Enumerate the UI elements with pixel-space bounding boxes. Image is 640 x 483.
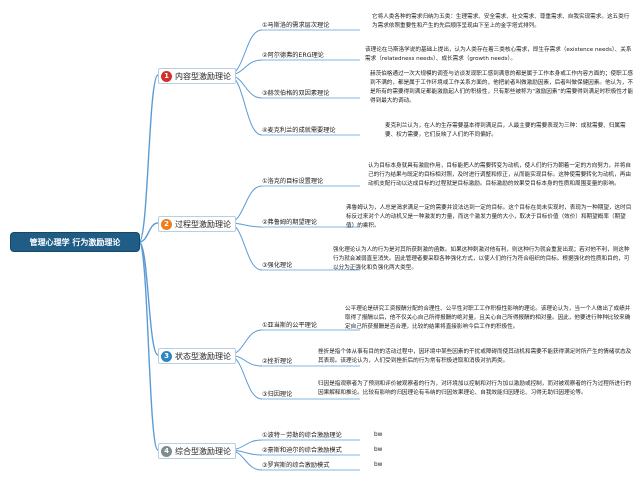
- category-label: 综合型激励理论: [175, 446, 231, 456]
- root-node[interactable]: 管理心理学 行为激励理论: [11, 233, 139, 251]
- description-frustration: 挫折是指个体从事有目的的活动过程中，因环境中某些因素的干扰或障碍而使其动机和需要…: [318, 349, 632, 364]
- root-to-category-connector: [138, 222, 159, 243]
- description-mcclelland: 麦克利兰认为，在人的生存需要基本得到满足后，人最主要的需要表现为三种：成就需要、…: [385, 123, 626, 138]
- category-to-subtopic-connector: [227, 74, 263, 136]
- description-adams: 公平理论是研究工资报酬分配的合理性、公平性对职工工作积极性影响的理论。该理论认为…: [345, 306, 631, 330]
- subtopic-adams[interactable]: ①亚当斯的公平理论: [262, 322, 318, 329]
- subtopic-house-dill[interactable]: ②豪斯和迪尔的综合激励模式: [262, 447, 342, 454]
- description-attribution: 归因是指观察者为了预测和评价被观察者的行为，对环境加以控制和对行为加以激励或控制…: [318, 381, 632, 396]
- number-badge: 2: [161, 218, 172, 230]
- root-label: 管理心理学 行为激励理论: [29, 237, 121, 247]
- category-process-type[interactable]: 2 过程型激励理论: [158, 216, 236, 232]
- subtopic-herzberg[interactable]: ③赫茨伯格的双因素理论: [262, 90, 330, 97]
- category-label: 状态型激励理论: [175, 351, 231, 361]
- description-herzberg: 赫茨伯格通过一次大规模的调查与访谈发现职工感到满意的都是属于工作本身或工作内容方…: [370, 71, 634, 104]
- subtopic-locke[interactable]: ①洛克的目标设置理论: [262, 178, 324, 185]
- category-state-type[interactable]: 3 状态型激励理论: [158, 348, 236, 364]
- description-reinforcement: 强化理论认为人的行为是对其所获刺激的函数。如果这种刺激对他有利，则这种行为就会重…: [333, 247, 630, 271]
- description-erg: 该理论在马斯洛学说的基础上提出，认为人类存在着三类核心需求，即生存需求（exis…: [365, 47, 632, 62]
- number-badge: 3: [161, 350, 172, 362]
- category-label: 过程型激励理论: [175, 219, 231, 229]
- subtopic-maslow[interactable]: ①马斯洛的需求层次理论: [262, 22, 330, 29]
- number-badge: 4: [161, 445, 172, 457]
- description-locke: 认为目标本身就具有激励作用，目标能把人的需要转变为动机，使人们的行为朝着一定的方…: [368, 163, 631, 187]
- category-integrated-type[interactable]: 4 综合型激励理论: [158, 443, 236, 459]
- category-label: 内容型激励理论: [175, 71, 231, 81]
- root-to-category-connector: [138, 74, 159, 243]
- root-to-category-connector: [138, 241, 159, 451]
- category-content-type[interactable]: 1 内容型激励理论: [158, 68, 236, 84]
- number-badge: 1: [161, 70, 172, 82]
- description-vroom: 弗鲁姆认为，人总是渴求满足一定的需要并设法达到一定的目标。这个目标在尚未实现时，…: [346, 205, 632, 229]
- root-to-category-connector: [138, 241, 159, 356]
- subtopic-erg[interactable]: ②阿尔德弗的ERG理论: [262, 52, 324, 59]
- subtopic-attribution[interactable]: ③归因理论: [262, 391, 293, 398]
- note-tag: bw: [374, 462, 383, 468]
- note-tag: bw: [374, 432, 383, 438]
- subtopic-frustration[interactable]: ②挫折理论: [262, 358, 293, 365]
- subtopic-vroom[interactable]: ②弗鲁姆的期望理论: [262, 219, 318, 226]
- subtopic-mcclelland[interactable]: ④麦克利兰的成就需要理论: [262, 127, 336, 134]
- subtopic-porter-lawler[interactable]: ①波特－劳勒的综合激励理论: [262, 432, 342, 439]
- subtopic-reinforcement[interactable]: ③强化理论: [262, 262, 293, 269]
- note-tag: bw: [374, 447, 383, 453]
- subtopic-robbins[interactable]: ③罗宾斯的综合激励模式: [262, 462, 330, 469]
- description-maslow: 它将人类各种的需求归纳为五类：生理需求、安全需求、社交需求、尊重需求、自我实现需…: [372, 14, 630, 29]
